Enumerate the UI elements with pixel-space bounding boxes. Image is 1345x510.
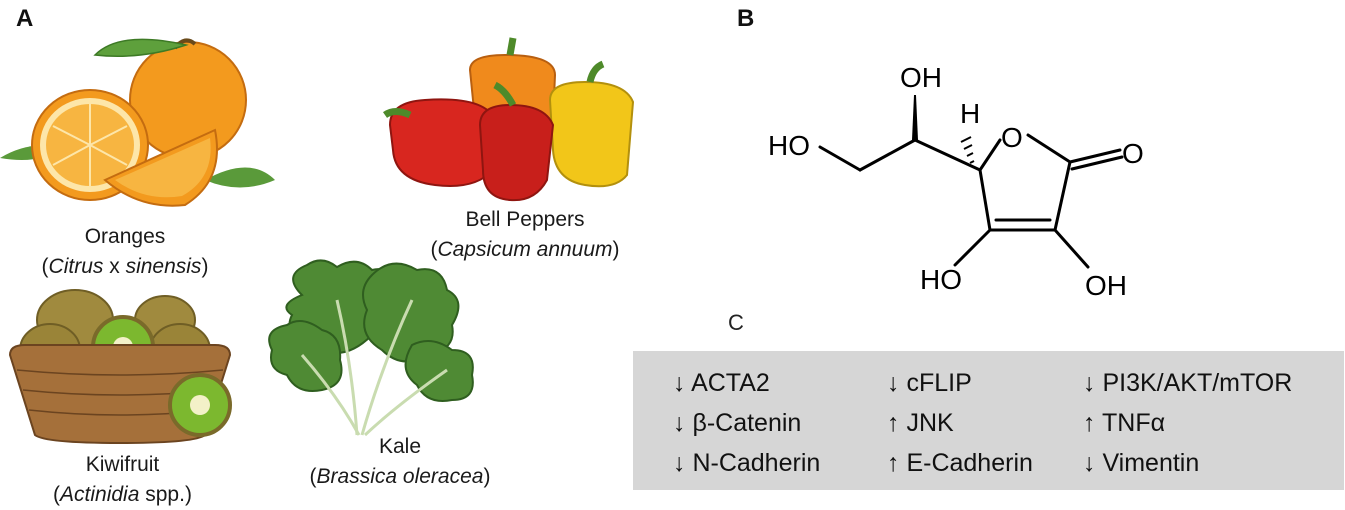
- ascorbic-acid-structure: OH HO H O O HO OH: [768, 62, 1144, 301]
- kale-illustration: [268, 259, 474, 437]
- kale-name: Kale: [378, 435, 422, 458]
- kiwifruit-illustration: [8, 289, 232, 445]
- oranges-caption: Oranges (Citrus x sinensis): [0, 222, 250, 282]
- panel-label-a: A: [16, 5, 34, 32]
- panel-label-b: B: [737, 5, 755, 32]
- kiwifruit-caption: Kiwifruit (Actinidia spp.): [0, 450, 245, 510]
- panel-label-c: C: [728, 310, 744, 335]
- bell-peppers-latin: (Capsicum annuum): [430, 238, 620, 261]
- molecule-label-o-ring: O: [1001, 122, 1023, 153]
- marker-vimentin: ↓ Vimentin: [1083, 449, 1200, 477]
- bell-peppers-name: Bell Peppers: [465, 208, 585, 231]
- oranges-illustration: [0, 38, 275, 207]
- kale-caption: Kale (Brassica oleracea): [285, 432, 515, 492]
- molecule-label-o-carbonyl: O: [1122, 138, 1144, 169]
- molecule-label-oh-top: OH: [900, 62, 942, 93]
- marker-acta2: ↓ ACTA2: [673, 369, 770, 397]
- marker-pi3k-akt-mtor: ↓ PI3K/AKT/mTOR: [1083, 369, 1293, 397]
- kale-latin: (Brassica oleracea): [309, 465, 491, 488]
- marker-tnf-alpha: ↑ TNFα: [1083, 409, 1166, 437]
- marker-e-cadherin: ↑ E-Cadherin: [887, 449, 1033, 477]
- marker-n-cadherin: ↓ N-Cadherin: [673, 449, 821, 477]
- marker-beta-catenin: ↓ β-Catenin: [673, 409, 802, 437]
- bell-peppers-illustration: [382, 37, 635, 202]
- kiwifruit-name: Kiwifruit: [85, 453, 160, 476]
- oranges-name: Oranges: [84, 225, 166, 248]
- marker-jnk: ↑ JNK: [887, 409, 954, 437]
- molecule-label-oh-bottom: OH: [1085, 270, 1127, 301]
- molecule-label-h: H: [960, 98, 980, 129]
- bell-peppers-caption: Bell Peppers (Capsicum annuum): [400, 205, 650, 265]
- oranges-latin: (Citrus x sinensis): [41, 255, 209, 278]
- molecule-label-ho-left: HO: [768, 130, 810, 161]
- kiwifruit-latin: (Actinidia spp.): [53, 483, 192, 506]
- marker-cflip: ↓ cFLIP: [887, 369, 972, 397]
- molecular-markers-box: ↓ ACTA2 ↓ cFLIP ↓ PI3K/AKT/mTOR ↓ β-Cate…: [633, 351, 1344, 490]
- molecule-label-ho-bottom: HO: [920, 264, 962, 295]
